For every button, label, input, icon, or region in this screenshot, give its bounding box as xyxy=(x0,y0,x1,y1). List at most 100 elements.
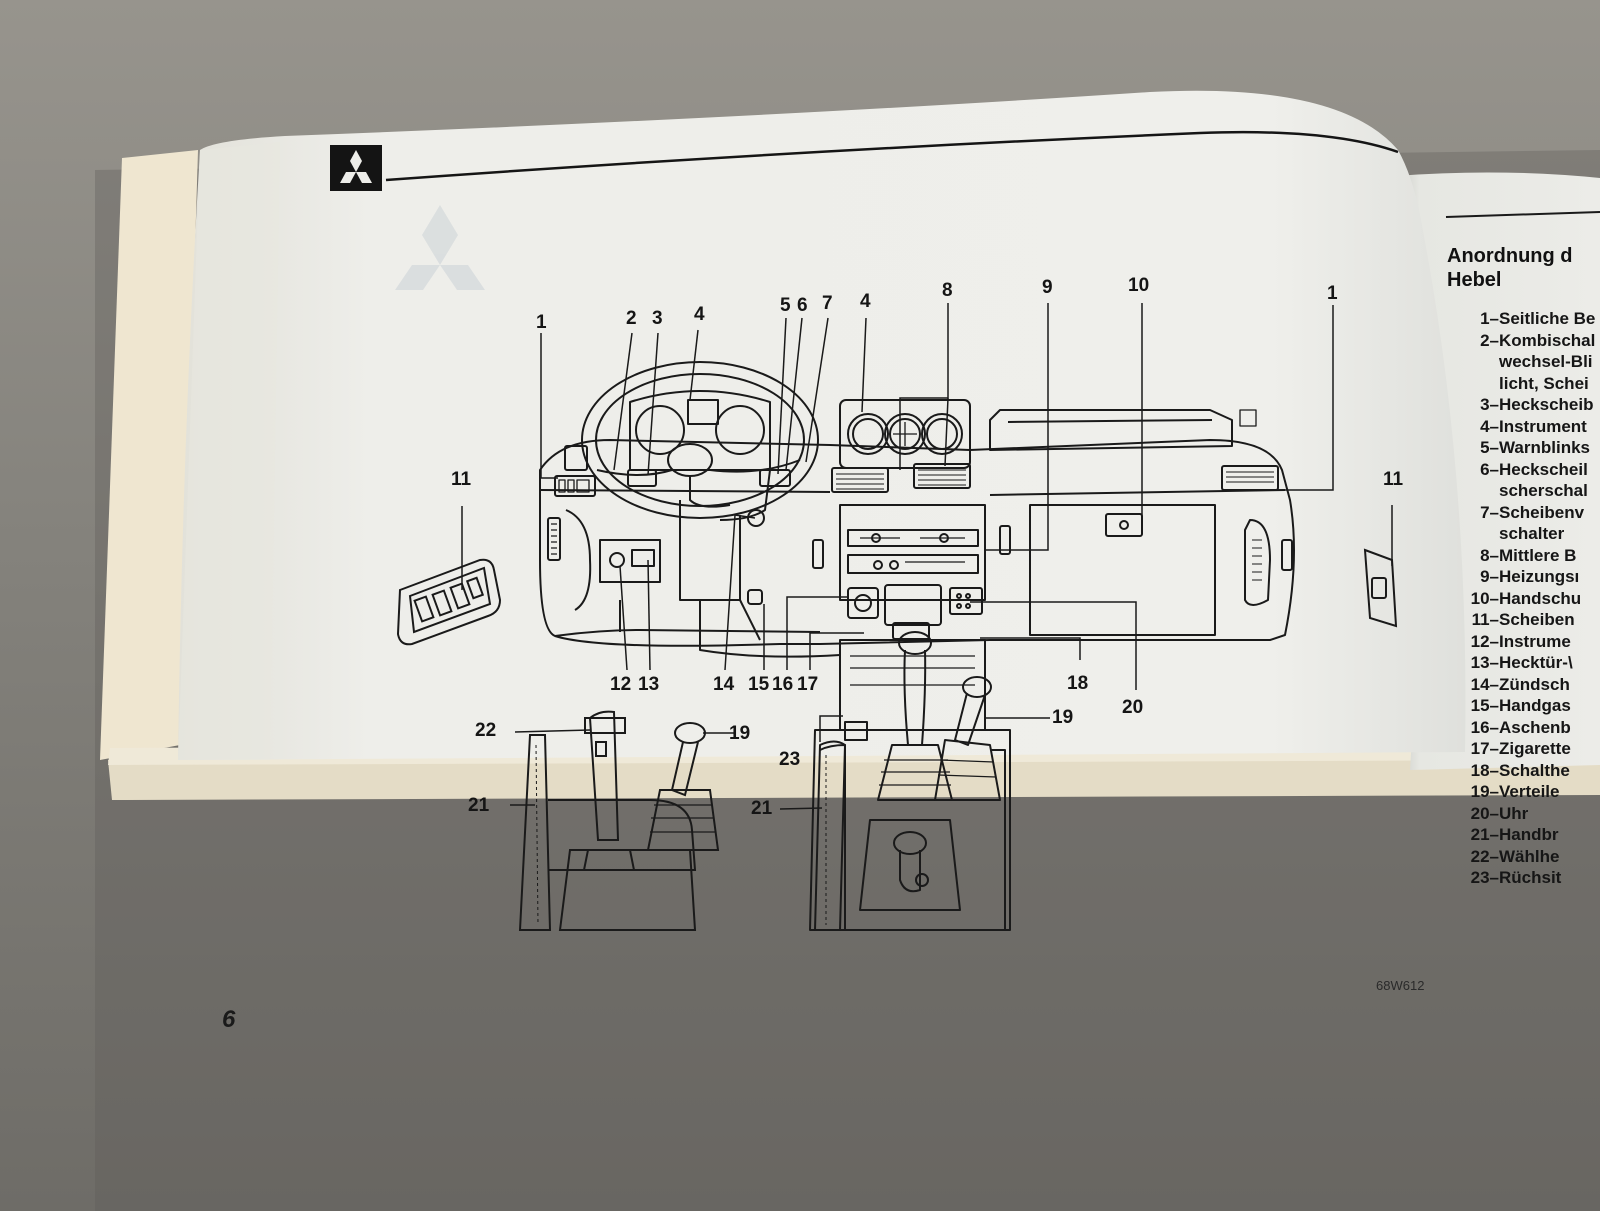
legend-item: scherschal xyxy=(1465,480,1600,502)
callout-label: 5 xyxy=(780,295,791,316)
legend-item-number: 9– xyxy=(1480,567,1499,586)
switch-panel-11-left xyxy=(396,558,502,646)
legend-item: 18–Schalthe xyxy=(1465,760,1600,782)
legend-item-text: Seitliche Be xyxy=(1499,309,1596,328)
legend-item-number: 14– xyxy=(1470,674,1499,694)
legend-item-text: Rüchsit xyxy=(1499,868,1562,887)
legend-item-text: Aschenb xyxy=(1499,717,1571,737)
legend-item-number: 7– xyxy=(1480,502,1499,522)
legend-item: 5–Warnblinks xyxy=(1465,437,1600,459)
legend-item-text: Zigarette xyxy=(1499,739,1571,758)
legend-item: 20–Uhr xyxy=(1465,803,1600,825)
legend-item-number: 8– xyxy=(1480,545,1499,565)
legend-item: 7–Scheibenv xyxy=(1465,502,1600,524)
legend-item: 17–Zigarette xyxy=(1465,738,1600,760)
legend-item-text: Scheibenv xyxy=(1499,502,1585,522)
legend-item-number: 6– xyxy=(1480,459,1499,479)
callout-label: 11 xyxy=(1383,469,1404,490)
callout-label: 7 xyxy=(822,293,833,314)
legend-item: 3–Heckscheib xyxy=(1465,394,1600,416)
legend-item-text: Handgas xyxy=(1499,696,1571,715)
callout-label: 1 xyxy=(1327,283,1338,304)
automatic-inset xyxy=(518,710,720,931)
legend-title-line1: Anordnung d xyxy=(1447,245,1573,267)
legend-item-text: Zündsch xyxy=(1499,674,1570,694)
legend-item-text: Heckscheil xyxy=(1499,459,1588,479)
logo-diamonds xyxy=(340,150,372,183)
legend-item-text: Instrume xyxy=(1499,631,1571,651)
callout-label: 11 xyxy=(451,469,472,490)
legend-item: 14–Zündsch xyxy=(1465,674,1600,696)
legend-item: 4–Instrument xyxy=(1465,416,1600,438)
legend-item: 15–Handgas xyxy=(1465,695,1600,717)
callout-label: 16 xyxy=(772,674,794,695)
legend-item-number: 21– xyxy=(1470,825,1499,844)
callout-label: 15 xyxy=(748,674,770,695)
leader-lines xyxy=(461,303,1393,810)
legend-item: wechsel-Bli xyxy=(1465,351,1600,373)
legend-item-text: Hecktür-\ xyxy=(1499,653,1573,672)
book-bottom-edge xyxy=(108,752,1600,800)
callout-label: 21 xyxy=(751,798,773,819)
legend-item-number: 15– xyxy=(1470,696,1499,715)
page-number: 6 xyxy=(222,1006,236,1033)
legend-item: 2–Kombischal xyxy=(1465,330,1600,352)
dashboard-drawing xyxy=(539,361,1295,931)
left-page-gutter xyxy=(178,142,280,760)
callout-label: 3 xyxy=(652,308,663,329)
legend-item: 12–Instrume xyxy=(1465,631,1600,653)
legend-item-number: 13– xyxy=(1470,653,1499,672)
legend-item-text: Schalthe xyxy=(1499,760,1570,780)
legend-item-text: licht, Schei xyxy=(1499,373,1589,393)
legend-item-text: Heizungsı xyxy=(1499,567,1580,586)
legend-title: Anordnung d Hebel xyxy=(1447,244,1600,292)
legend-item-number: 17– xyxy=(1470,739,1499,758)
legend-item-number: 23– xyxy=(1470,868,1499,887)
legend-item: 11–Scheiben xyxy=(1465,609,1600,631)
page-stack-edge xyxy=(100,150,198,760)
legend-item-number: 10– xyxy=(1470,588,1499,608)
legend-item-text: Verteile xyxy=(1499,782,1560,801)
callout-label: 12 xyxy=(610,674,632,695)
callout-label: 13 xyxy=(638,674,660,695)
legend-item-number: 18– xyxy=(1470,760,1499,780)
legend-item-number: 5– xyxy=(1480,438,1499,457)
callout-label: 18 xyxy=(1067,673,1089,694)
figure-code: 68W612 xyxy=(1376,978,1425,993)
legend-item: 13–Hecktür-\ xyxy=(1465,652,1600,674)
callout-label: 8 xyxy=(942,280,953,301)
right-page-rule xyxy=(1445,211,1600,218)
legend-item: 19–Verteile xyxy=(1465,781,1600,803)
legend-item-text: Handbr xyxy=(1499,825,1559,844)
legend-item: 21–Handbr xyxy=(1465,824,1600,846)
legend-item-text: Mittlere B xyxy=(1499,545,1577,565)
callout-label: 4 xyxy=(694,304,705,325)
legend-item-number: 16– xyxy=(1470,717,1499,737)
callout-label: 2 xyxy=(626,308,637,329)
callout-label: 6 xyxy=(797,295,808,316)
callout-label: 14 xyxy=(713,674,735,695)
callout-label: 1 xyxy=(536,312,547,333)
legend-item-text: Wählhe xyxy=(1499,846,1560,866)
legend-item-number: 4– xyxy=(1480,416,1499,436)
callout-label: 9 xyxy=(1042,277,1053,298)
legend-item-text: Handschu xyxy=(1499,588,1582,608)
legend-item-number: 11– xyxy=(1471,610,1499,629)
legend-item-text: schalter xyxy=(1499,524,1565,543)
legend-item-text: Instrument xyxy=(1499,416,1587,436)
callout-label: 21 xyxy=(468,795,490,816)
callout-label: 20 xyxy=(1122,697,1144,718)
legend-item-text: Heckscheib xyxy=(1499,395,1594,414)
legend-item-text: wechsel-Bli xyxy=(1499,352,1593,371)
legend-item: 23–Rüchsit xyxy=(1465,867,1600,889)
callout-label: 19 xyxy=(1052,707,1074,728)
legend-item: 8–Mittlere B xyxy=(1465,545,1600,567)
left-page xyxy=(178,90,1466,760)
callout-label: 4 xyxy=(860,291,871,312)
legend-item: 6–Heckscheil xyxy=(1465,459,1600,481)
legend-item: 9–Heizungsı xyxy=(1465,566,1600,588)
legend-item: 10–Handschu xyxy=(1465,588,1600,610)
showthrough-logo xyxy=(395,205,485,290)
legend-item: 16–Aschenb xyxy=(1465,717,1600,739)
